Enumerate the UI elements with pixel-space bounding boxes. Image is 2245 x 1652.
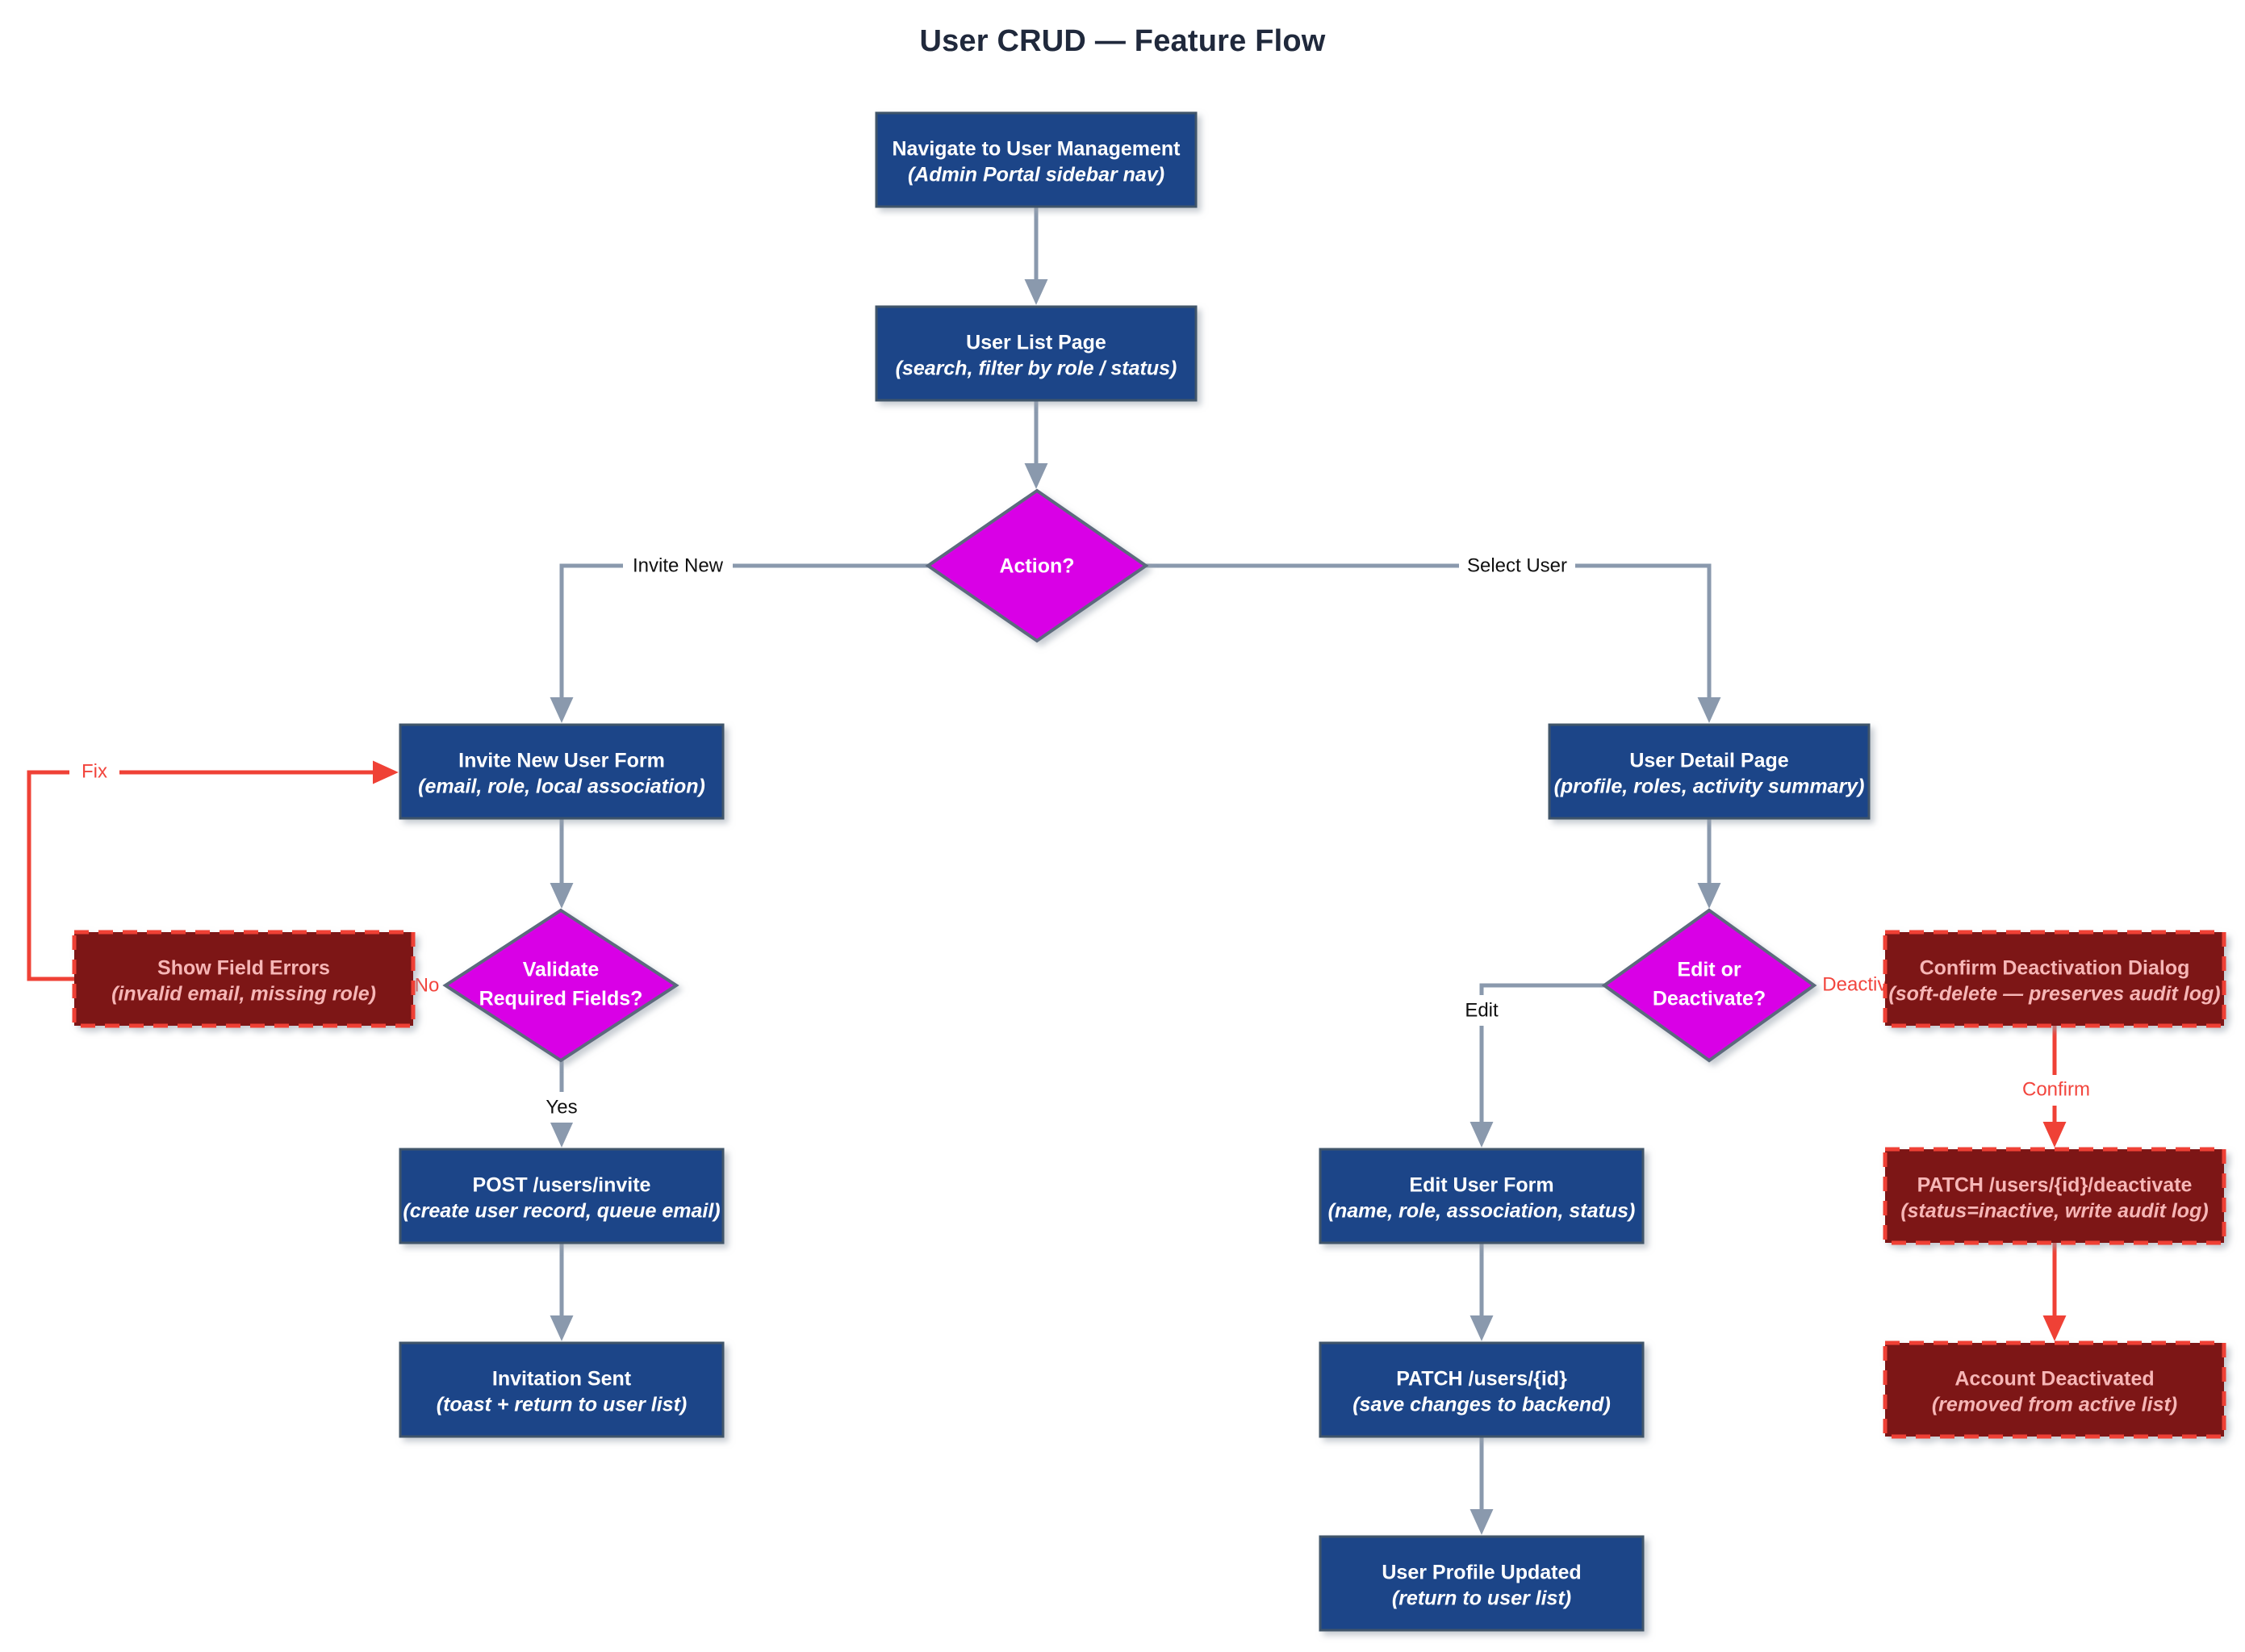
node-user-list-page[interactable]: User List Page (search, filter by role /… <box>875 305 1198 402</box>
node-post-invite-sublabel: (create user record, queue email) <box>403 1200 720 1223</box>
edge-label-yes: Yes <box>534 1092 589 1123</box>
node-post-users-invite[interactable]: POST /users/invite (create user record, … <box>399 1148 725 1244</box>
edge-label-no-text: No <box>415 974 440 996</box>
node-user-detail-page[interactable]: User Detail Page (profile, roles, activi… <box>1548 723 1871 820</box>
edge-field-errors-to-invite-form <box>27 760 399 981</box>
edge-label-edit-text: Edit <box>1465 999 1499 1021</box>
node-invite-form-label: Invite New User Form <box>458 750 665 772</box>
node-edit-form-label: Edit User Form <box>1409 1174 1553 1197</box>
node-account-deactivated-label: Account Deactivated <box>1954 1368 2154 1391</box>
node-choice-sublabel: Deactivate? <box>1653 988 1766 1010</box>
edge-label-select-user: Select User <box>1459 550 1575 581</box>
edge-action-to-user-detail <box>1146 563 1721 723</box>
page-title: User CRUD — Feature Flow <box>919 24 1326 58</box>
node-navigate-sublabel: (Admin Portal sidebar nav) <box>908 164 1164 186</box>
node-show-field-errors[interactable]: Show Field Errors (invalid email, missin… <box>72 930 416 1028</box>
node-account-deactivated[interactable]: Account Deactivated (removed from active… <box>1883 1340 2226 1439</box>
node-edit-form-sublabel: (name, role, association, status) <box>1328 1200 1636 1223</box>
edge-action-to-invite-form <box>550 563 928 723</box>
edge-choice-to-edit-form <box>1469 983 1604 1148</box>
node-user-list-label: User List Page <box>966 332 1106 354</box>
node-navigate-label: Navigate to User Management <box>892 138 1181 161</box>
node-validate-label: Validate <box>523 959 600 981</box>
edge-label-edit: Edit <box>1454 995 1509 1026</box>
node-confirm-dialog-label: Confirm Deactivation Dialog <box>1920 957 2190 980</box>
node-invitation-sent-sublabel: (toast + return to user list) <box>437 1394 687 1416</box>
edge-label-confirm-text: Confirm <box>2022 1078 2090 1100</box>
node-invite-form-sublabel: (email, role, local association) <box>418 776 705 798</box>
node-edit-user-form[interactable]: Edit User Form (name, role, association,… <box>1319 1148 1645 1244</box>
node-field-errors-sublabel: (invalid email, missing role) <box>111 983 376 1006</box>
node-user-list-sublabel: (search, filter by role / status) <box>896 358 1177 380</box>
node-patch-user-label: PATCH /users/{id} <box>1396 1368 1567 1391</box>
edge-label-invite-new-text: Invite New <box>633 554 724 576</box>
node-invite-new-user-form[interactable]: Invite New User Form (email, role, local… <box>399 723 725 820</box>
node-user-detail-sublabel: (profile, roles, activity summary) <box>1554 776 1865 798</box>
edge-label-yes-text: Yes <box>546 1096 577 1118</box>
node-profile-updated-label: User Profile Updated <box>1382 1562 1581 1584</box>
node-patch-deactivate-sublabel: (status=inactive, write audit log) <box>1900 1200 2208 1223</box>
node-confirm-deactivation-dialog[interactable]: Confirm Deactivation Dialog (soft-delete… <box>1883 930 2226 1028</box>
edge-label-fix: Fix <box>69 758 119 787</box>
node-validate-sublabel: Required Fields? <box>479 988 643 1010</box>
node-validate-required-fields-decision[interactable]: Validate Required Fields? <box>442 908 679 1063</box>
edges-layer <box>27 207 2067 1535</box>
node-action-decision[interactable]: Action? <box>925 488 1149 643</box>
node-post-invite-label: POST /users/invite <box>473 1174 651 1197</box>
node-navigate-to-user-management[interactable]: Navigate to User Management (Admin Porta… <box>875 111 1198 208</box>
edge-label-fix-text: Fix <box>82 760 107 782</box>
edge-labels-layer: Invite New Select User No Yes Fix Edit <box>69 550 2101 1123</box>
node-edit-or-deactivate-decision[interactable]: Edit or Deactivate? <box>1601 908 1817 1063</box>
edge-label-invite-new: Invite New <box>623 550 733 581</box>
node-patch-deactivate-label: PATCH /users/{id}/deactivate <box>1917 1174 2193 1197</box>
nodes-layer: Navigate to User Management (Admin Porta… <box>72 111 2226 1632</box>
node-patch-users-id-deactivate[interactable]: PATCH /users/{id}/deactivate (status=ina… <box>1883 1147 2226 1245</box>
node-choice-label: Edit or <box>1677 959 1741 981</box>
node-user-profile-updated[interactable]: User Profile Updated (return to user lis… <box>1319 1535 1645 1632</box>
edge-label-confirm: Confirm <box>2011 1075 2101 1106</box>
node-action-label: Action? <box>999 555 1074 578</box>
node-invitation-sent[interactable]: Invitation Sent (toast + return to user … <box>399 1341 725 1438</box>
edge-label-select-user-text: Select User <box>1467 554 1567 576</box>
node-profile-updated-sublabel: (return to user list) <box>1392 1587 1571 1610</box>
node-account-deactivated-sublabel: (removed from active list) <box>1932 1394 2177 1416</box>
node-invitation-sent-label: Invitation Sent <box>492 1368 632 1391</box>
node-patch-users-id[interactable]: PATCH /users/{id} (save changes to backe… <box>1319 1341 1645 1438</box>
node-field-errors-label: Show Field Errors <box>157 957 330 980</box>
node-user-detail-label: User Detail Page <box>1629 750 1788 772</box>
node-confirm-dialog-sublabel: (soft-delete — preserves audit log) <box>1888 983 2220 1006</box>
node-patch-user-sublabel: (save changes to backend) <box>1352 1394 1611 1416</box>
